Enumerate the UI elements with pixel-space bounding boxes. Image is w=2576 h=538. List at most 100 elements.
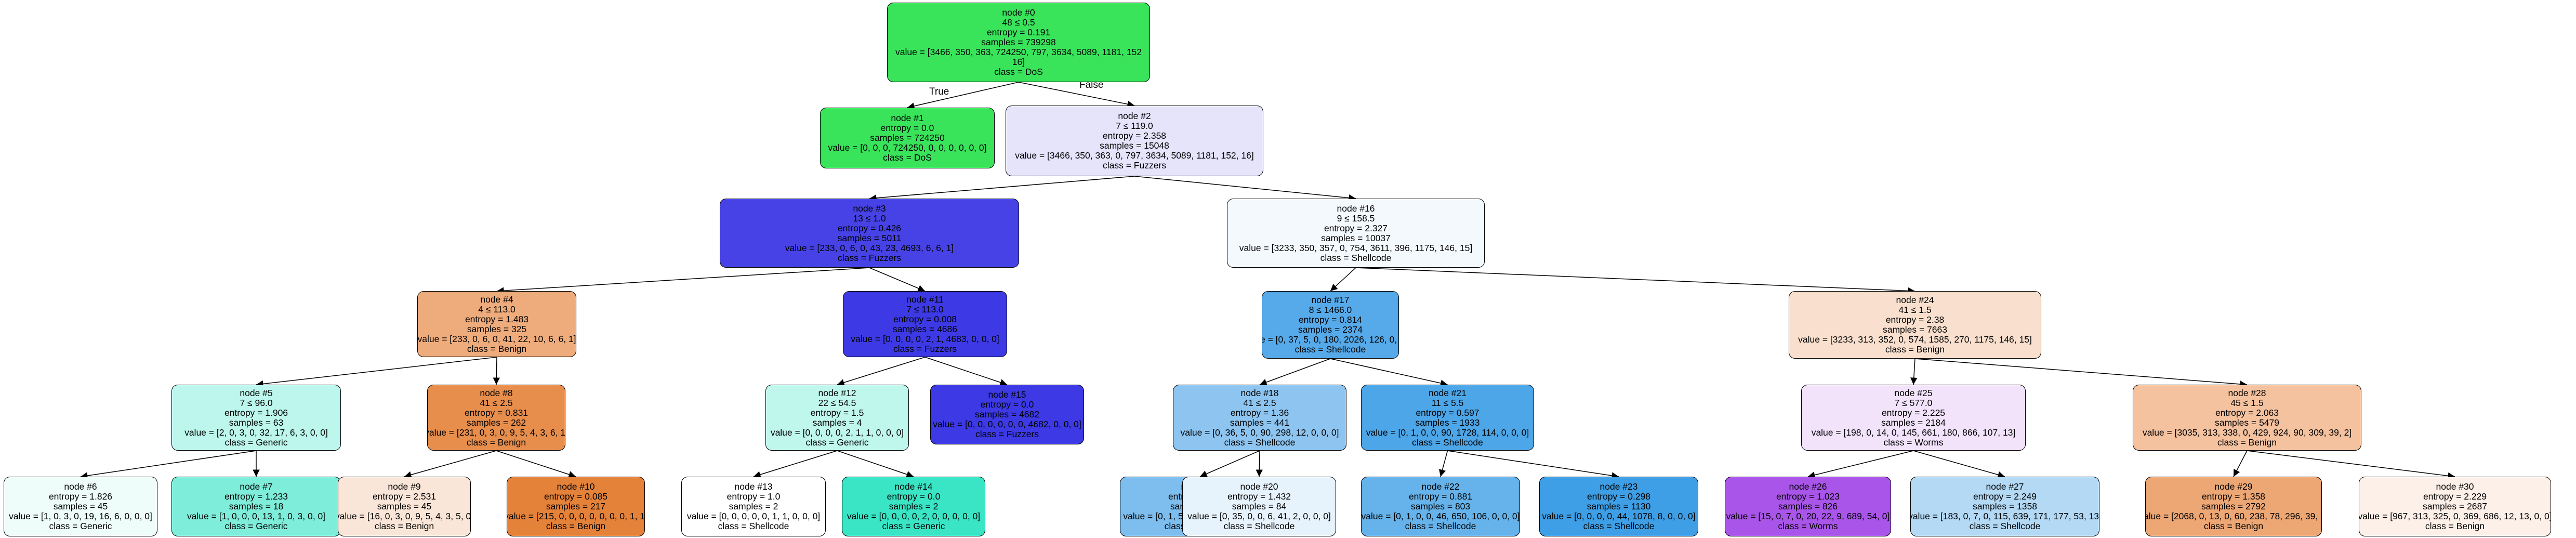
node-13-line-2: samples = 2 bbox=[729, 501, 778, 511]
node-26-line-2: samples = 826 bbox=[1778, 501, 1838, 511]
edge-21-23 bbox=[1447, 450, 1619, 479]
node-28-line-0: node #28 bbox=[2228, 387, 2266, 398]
node-18-line-1: 41 ≤ 2.5 bbox=[1243, 397, 1276, 408]
node-16-line-5: class = Shellcode bbox=[1320, 252, 1392, 263]
node-9-line-4: class = Benign bbox=[374, 521, 434, 531]
node-14-line-1: entropy = 0.0 bbox=[887, 491, 941, 502]
node-23-line-1: entropy = 0.298 bbox=[1587, 491, 1651, 502]
node-22-line-2: samples = 803 bbox=[1410, 501, 1471, 511]
edge-2-3 bbox=[869, 176, 1135, 202]
edge-2-16 bbox=[1134, 176, 1356, 202]
node-29-line-2: samples = 2792 bbox=[2201, 501, 2266, 511]
node-30-line-0: node #30 bbox=[2436, 481, 2474, 492]
node-8-line-5: class = Benign bbox=[466, 437, 526, 448]
node-29-line-4: class = Benign bbox=[2203, 521, 2264, 531]
edge-17-18 bbox=[1259, 358, 1331, 386]
node-12-line-3: samples = 4 bbox=[812, 417, 862, 428]
node-29-line-3: value = [2068, 0, 13, 0, 60, 238, 78, 29… bbox=[2145, 511, 2322, 521]
node-2-line-1: 7 ≤ 119.0 bbox=[1116, 121, 1153, 131]
node-9-line-2: samples = 45 bbox=[377, 501, 432, 511]
node-21-line-1: 11 ≤ 5.5 bbox=[1431, 397, 1464, 408]
edge-16-24 bbox=[1355, 267, 1916, 295]
node-17-line-1: 8 ≤ 1466.0 bbox=[1309, 305, 1352, 315]
node-17-line-2: entropy = 0.814 bbox=[1298, 314, 1363, 325]
edge-11-12 bbox=[837, 357, 926, 386]
node-25-line-5: class = Worms bbox=[1883, 437, 1944, 448]
node-8-line-4: value = [231, 0, 3, 0, 9, 5, 4, 3, 6, 1] bbox=[427, 427, 565, 438]
edge-21-22 bbox=[1439, 450, 1448, 477]
node-14-line-0: node #14 bbox=[894, 481, 933, 492]
node-7-line-0: node #7 bbox=[240, 481, 273, 492]
node-1-line-1: entropy = 0.0 bbox=[880, 123, 934, 133]
node-25-line-2: entropy = 2.225 bbox=[1881, 407, 1946, 418]
node-7-line-3: value = [1, 0, 0, 0, 13, 1, 0, 3, 0, 0] bbox=[187, 511, 326, 521]
node-13-line-1: entropy = 1.0 bbox=[726, 491, 781, 502]
node-26-line-3: value = [15, 0, 7, 0, 20, 22, 9, 689, 54… bbox=[1726, 511, 1890, 521]
node-26-line-4: class = Worms bbox=[1778, 521, 1838, 531]
node-7-line-2: samples = 18 bbox=[229, 501, 284, 511]
node-26-line-1: entropy = 1.023 bbox=[1776, 491, 1840, 502]
node-25-line-4: value = [198, 0, 14, 0, 145, 661, 180, 8… bbox=[1811, 427, 2016, 438]
node-5-line-4: value = [2, 0, 3, 0, 32, 17, 6, 3, 0, 0] bbox=[184, 427, 328, 438]
node-2-line-4: value = [3466, 350, 363, 0, 797, 3634, 5… bbox=[1015, 150, 1254, 161]
node-12-line-1: 22 ≤ 54.5 bbox=[818, 397, 856, 408]
node-4-line-2: entropy = 1.483 bbox=[465, 313, 529, 324]
node-4-line-4: value = [233, 0, 6, 0, 41, 22, 10, 6, 6,… bbox=[417, 333, 576, 344]
node-15-line-3: value = [0, 0, 0, 0, 0, 0, 4682, 0, 0, 0… bbox=[933, 419, 1081, 429]
node-11-line-4: value = [0, 0, 0, 0, 2, 1, 4683, 0, 0, 0… bbox=[851, 333, 999, 344]
node-1-line-3: value = [0, 0, 0, 724250, 0, 0, 0, 0, 0,… bbox=[828, 142, 987, 153]
edge-17-21 bbox=[1330, 358, 1448, 387]
node-30-line-2: samples = 2687 bbox=[2422, 501, 2488, 511]
node-14-line-4: class = Generic bbox=[882, 521, 945, 531]
node-4-line-3: samples = 325 bbox=[467, 323, 527, 334]
node-10-line-1: entropy = 0.085 bbox=[544, 491, 608, 502]
node-6-line-2: samples = 45 bbox=[53, 501, 108, 511]
node-0-line-2: entropy = 0.191 bbox=[986, 27, 1051, 37]
edge-11-15 bbox=[924, 357, 1008, 386]
node-6-line-0: node #6 bbox=[64, 481, 97, 492]
node-0-line-5: class = DoS bbox=[994, 67, 1043, 77]
node-22-line-4: class = Shellcode bbox=[1405, 521, 1476, 531]
node-27-line-1: entropy = 2.249 bbox=[1973, 491, 2037, 502]
edge-label-false: False bbox=[1079, 80, 1104, 90]
node-12-line-0: node #12 bbox=[818, 387, 856, 398]
node-24-line-1: 41 ≤ 1.5 bbox=[1898, 305, 1932, 315]
node-14-line-2: samples = 2 bbox=[889, 501, 939, 511]
node-5-line-1: 7 ≤ 96.0 bbox=[240, 397, 273, 408]
node-8-line-2: entropy = 0.831 bbox=[464, 407, 529, 418]
edge-24-28 bbox=[1914, 358, 2248, 388]
node-28-line-3: samples = 5479 bbox=[2214, 417, 2280, 428]
node-16-line-4: value = [3233, 350, 357, 0, 754, 3611, 3… bbox=[1239, 242, 1473, 253]
edge-label-true: True bbox=[929, 86, 949, 97]
node-21-line-0: node #21 bbox=[1429, 387, 1467, 398]
node-16-line-2: entropy = 2.327 bbox=[1324, 222, 1388, 233]
node-11-line-1: 7 ≤ 113.0 bbox=[906, 304, 944, 314]
node-4-line-1: 4 ≤ 113.0 bbox=[478, 304, 516, 314]
node-11-line-0: node #11 bbox=[906, 294, 944, 305]
node-20-line-4: class = Shellcode bbox=[1223, 521, 1295, 531]
node-0-line-3: samples = 739298 bbox=[981, 37, 1056, 47]
node-0-line-0: node #0 bbox=[1002, 7, 1035, 18]
edge-3-4 bbox=[496, 267, 870, 294]
node-30-line-3: value = [967, 313, 325, 0, 369, 686, 12,… bbox=[2359, 511, 2551, 521]
node-8-line-1: 41 ≤ 2.5 bbox=[480, 397, 513, 408]
node-16-line-0: node #16 bbox=[1337, 203, 1375, 214]
node-23-line-3: value = [0, 0, 0, 0, 44, 1078, 8, 0, 0, … bbox=[1542, 511, 1696, 521]
node-28-line-4: value = [3035, 313, 338, 0, 429, 924, 90… bbox=[2142, 427, 2352, 438]
node-24-line-5: class = Benign bbox=[1885, 344, 1945, 355]
node-2-line-5: class = Fuzzers bbox=[1102, 160, 1167, 170]
node-10-line-0: node #10 bbox=[557, 481, 595, 492]
